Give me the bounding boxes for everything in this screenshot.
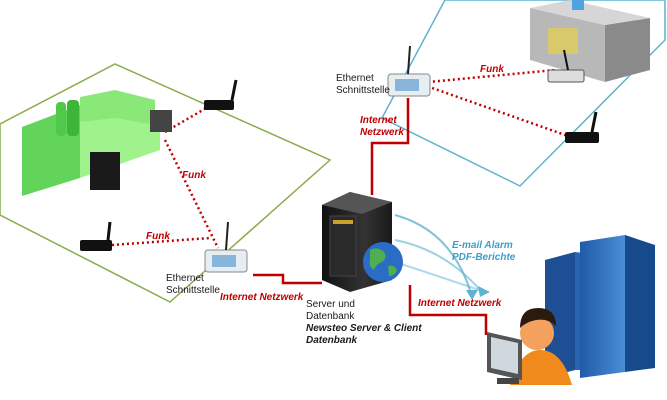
ethernet-label-right-line1: Ethernet: [336, 73, 374, 84]
server-label-line4: Datenbank: [306, 335, 358, 346]
factory-icon: [22, 90, 172, 196]
radio-label-left-top: Funk: [182, 170, 206, 181]
wireless-sensor-icon: [80, 49, 599, 251]
radio-label-right: Funk: [480, 64, 504, 75]
email-label-line1: E-mail Alarm: [452, 240, 513, 251]
internet-label-right-line1: Internet: [360, 115, 397, 126]
internet-label-bottom: Internet Netzwerk: [418, 298, 502, 309]
globe-icon: [363, 242, 403, 282]
email-label: E-mail Alarm PDF-Berichte: [452, 240, 515, 264]
server-label-line1: Server und: [306, 299, 355, 310]
server-label: Server und Datenbank Newsteo Server & Cl…: [306, 299, 422, 347]
ethernet-label-right-line2: Schnittstelle: [336, 85, 390, 96]
server-label-line3: Newsteo Server & Client: [306, 323, 422, 334]
server-label-line2: Datenbank: [306, 311, 355, 322]
ethernet-label-left-line2: Schnittstelle: [166, 285, 220, 296]
internet-label-right: Internet Netzwerk: [360, 115, 404, 139]
email-label-line2: PDF-Berichte: [452, 252, 516, 263]
email-arrows: [394, 214, 490, 300]
zone-right: [380, 0, 666, 187]
radio-links: [111, 68, 569, 249]
user-icon: [510, 308, 572, 385]
radio-label-left-bottom: Funk: [146, 231, 170, 242]
wired-links: [253, 98, 488, 335]
monitor-icon: [487, 332, 522, 384]
office-tower-icon: [545, 235, 655, 378]
ethernet-label-right: Ethernet Schnittstelle: [336, 73, 390, 97]
ethernet-label-left: Ethernet Schnittstelle: [166, 273, 220, 297]
internet-label-right-line2: Netzwerk: [360, 127, 404, 138]
building-icon: [530, 0, 650, 82]
ethernet-gateway-icon: [204, 45, 431, 273]
zone-left: [0, 63, 332, 303]
internet-label-left: Internet Netzwerk: [220, 292, 304, 303]
ethernet-label-left-line1: Ethernet: [166, 273, 204, 284]
